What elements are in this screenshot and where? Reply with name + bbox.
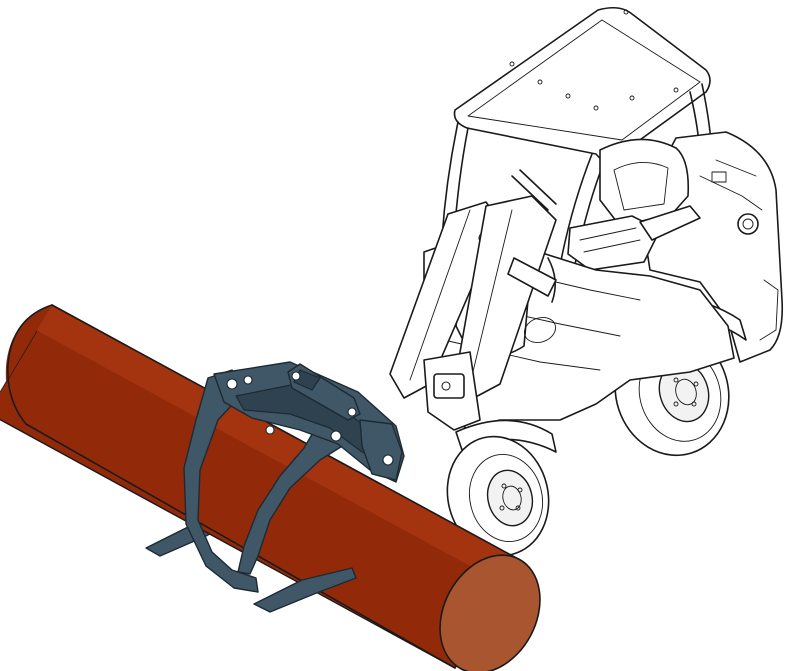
fuel-cap <box>737 213 759 235</box>
loader-arm <box>389 195 557 431</box>
front-wheel <box>446 419 557 557</box>
log-end-face <box>439 554 541 671</box>
seat-cushion <box>567 215 661 271</box>
canopy-roof <box>453 6 711 167</box>
hydraulic-cylinder <box>507 257 557 297</box>
fork-tine-lower <box>253 567 357 613</box>
log-highlight <box>36 305 520 585</box>
canopy-bolts <box>509 9 679 111</box>
grapple-mount-plate <box>359 419 403 481</box>
operator-seat <box>511 138 701 271</box>
log <box>0 304 541 671</box>
grapple-pins <box>226 371 394 466</box>
seat-back <box>599 138 690 227</box>
grapple <box>183 361 405 613</box>
log-left-end <box>0 305 52 426</box>
front-rim <box>486 469 534 527</box>
